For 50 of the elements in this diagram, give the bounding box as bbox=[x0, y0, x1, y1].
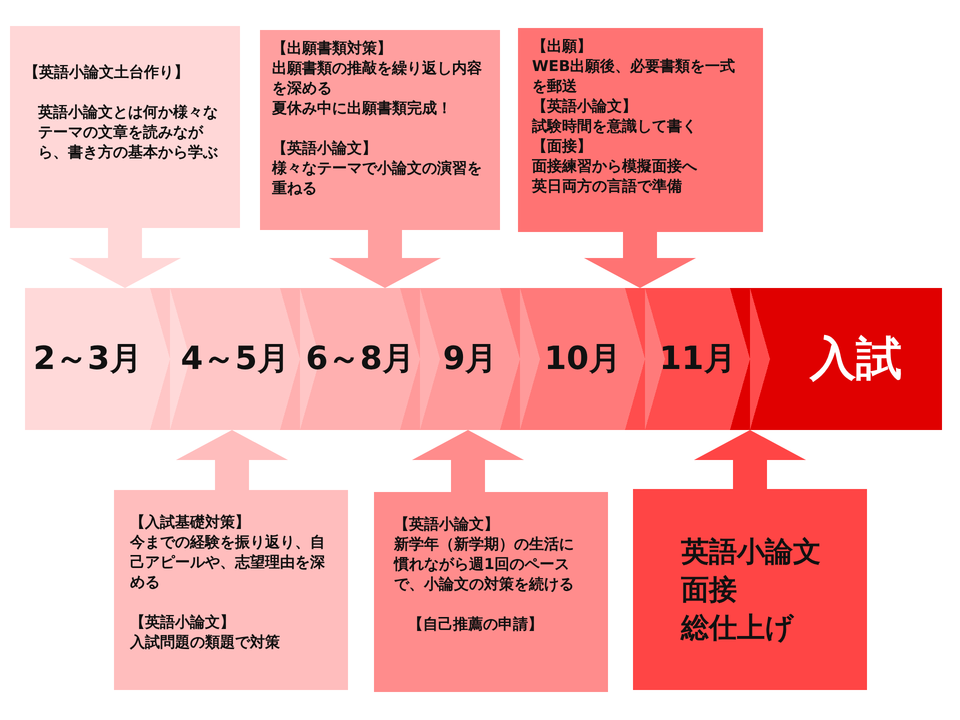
month-label: 6～8月 bbox=[306, 338, 414, 379]
block-arrow bbox=[584, 232, 696, 288]
callout-text: 入試問題の類題で対策 bbox=[130, 632, 281, 652]
callout-heading: 【英語小論文】 bbox=[532, 96, 638, 116]
chevron-step bbox=[300, 288, 420, 430]
callout-text: 試験時間を意識して書く bbox=[532, 116, 698, 136]
chevron-step bbox=[420, 288, 520, 430]
callout-heading: 【英語小論文土台作り】 bbox=[24, 62, 190, 82]
month-label: 入試 bbox=[810, 330, 902, 387]
callout-text: 総仕上げ bbox=[681, 610, 796, 646]
chevron-step bbox=[170, 288, 300, 430]
month-label: 11月 bbox=[659, 338, 736, 379]
month-label: 4～5月 bbox=[180, 338, 290, 379]
block-arrow bbox=[69, 228, 181, 288]
callout-box bbox=[10, 26, 240, 228]
month-label: 9月 bbox=[442, 338, 498, 379]
callout-box bbox=[374, 492, 608, 692]
callout-heading: 【英語小論文】 bbox=[394, 514, 500, 534]
callout-box bbox=[518, 28, 763, 232]
callout-box bbox=[633, 489, 867, 690]
callout-text: 新学年（新学期）の生活に慣れながら週1回のペースで、小論文の対策を続ける bbox=[394, 534, 575, 594]
callout-text: 夏休み中に出願書類完成！ bbox=[272, 98, 453, 118]
block-arrow bbox=[412, 430, 524, 492]
block-arrow bbox=[329, 230, 441, 288]
callout-heading: 【出願】 bbox=[532, 36, 593, 56]
callout-heading: 【英語小論文】 bbox=[130, 612, 236, 632]
chevron-step bbox=[750, 288, 942, 430]
callout-text: 英語小論文 bbox=[681, 534, 822, 570]
callout-heading: 【面接】 bbox=[532, 136, 593, 156]
callout-text: 様々なテーマで小論文の演習を重ねる bbox=[272, 158, 483, 198]
chevron-step bbox=[25, 288, 170, 430]
callout-text: 出願書類の推敲を繰り返し内容を深める bbox=[272, 58, 483, 98]
month-label: 10月 bbox=[544, 338, 621, 379]
month-label: 2～3月 bbox=[33, 338, 142, 379]
callout-text: 今までの経験を振り返り、自己アピールや、志望理由を深める bbox=[130, 532, 326, 592]
callout-text: 英日両方の言語で準備 bbox=[532, 176, 683, 196]
callout-text: WEB出願後、必要書類を一式を郵送 bbox=[532, 56, 736, 96]
callout-heading: 【出願書類対策】 bbox=[272, 38, 393, 58]
callout-text: 面接 bbox=[681, 572, 738, 608]
block-arrow bbox=[694, 430, 806, 489]
block-arrow bbox=[176, 430, 288, 490]
callout-text: 英語小論文とは何か様々なテーマの文章を読みながら、書き方の基本から学ぶ bbox=[36, 102, 219, 162]
callout-box bbox=[260, 30, 500, 230]
callout-box bbox=[114, 490, 348, 690]
callout-heading: 【自己推薦の申請】 bbox=[407, 614, 544, 634]
chevron-step bbox=[520, 288, 645, 430]
callout-heading: 【英語小論文】 bbox=[272, 138, 378, 158]
callout-text: 面接練習から模擬面接へ bbox=[532, 156, 698, 176]
chevron-step bbox=[645, 288, 750, 430]
callout-heading: 【入試基礎対策】 bbox=[130, 512, 251, 532]
